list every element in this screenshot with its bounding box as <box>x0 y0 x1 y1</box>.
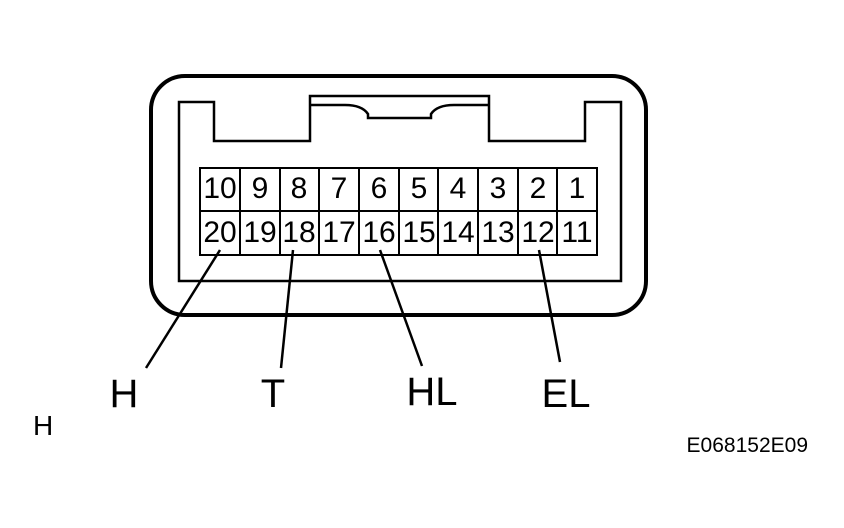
pin-number: 19 <box>243 216 276 249</box>
pin-number: 8 <box>291 172 308 205</box>
pin-number: 11 <box>561 216 592 249</box>
leader-line-h <box>144 249 222 369</box>
pin-number: 9 <box>252 172 269 205</box>
pin-number: 20 <box>203 216 236 249</box>
locking-tab <box>310 103 489 120</box>
callout-label-t: T <box>261 372 285 416</box>
pin-number: 1 <box>569 172 586 205</box>
pin-number: 14 <box>441 216 474 249</box>
housing-inner-cavity <box>177 94 623 283</box>
callout-labels: H T HL EL <box>110 370 591 416</box>
pin-number: 15 <box>402 216 435 249</box>
callout-label-el: EL <box>542 372 591 416</box>
corner-label: H <box>33 410 53 441</box>
pin-number: 10 <box>203 172 236 205</box>
pin-number: 6 <box>371 172 388 205</box>
leader-line-hl <box>378 249 424 367</box>
pin-number: 12 <box>521 216 554 249</box>
leader-lines <box>144 249 562 369</box>
pin-number: 16 <box>362 216 395 249</box>
pin-number: 13 <box>481 216 514 249</box>
callout-label-hl: HL <box>406 370 457 414</box>
top-row-pins: 10 9 8 7 6 5 4 3 2 1 <box>203 172 585 205</box>
leader-line-t <box>279 249 295 369</box>
pin-grid <box>199 167 598 256</box>
pin-number: 7 <box>331 172 348 205</box>
pin-number: 2 <box>530 172 547 205</box>
pin-number: 18 <box>282 216 315 249</box>
pin-number: 17 <box>322 216 355 249</box>
connector-housing <box>149 74 648 317</box>
figure-code: E068152E09 <box>687 434 808 457</box>
bottom-row-pins: 20 19 18 17 16 15 14 13 12 11 <box>203 216 592 249</box>
pin-number: 3 <box>490 172 507 205</box>
leader-line-el <box>537 249 562 363</box>
pin-number: 4 <box>450 172 467 205</box>
callout-label-h: H <box>110 372 139 416</box>
housing-outer-shell <box>149 74 648 317</box>
pin-number: 5 <box>411 172 428 205</box>
